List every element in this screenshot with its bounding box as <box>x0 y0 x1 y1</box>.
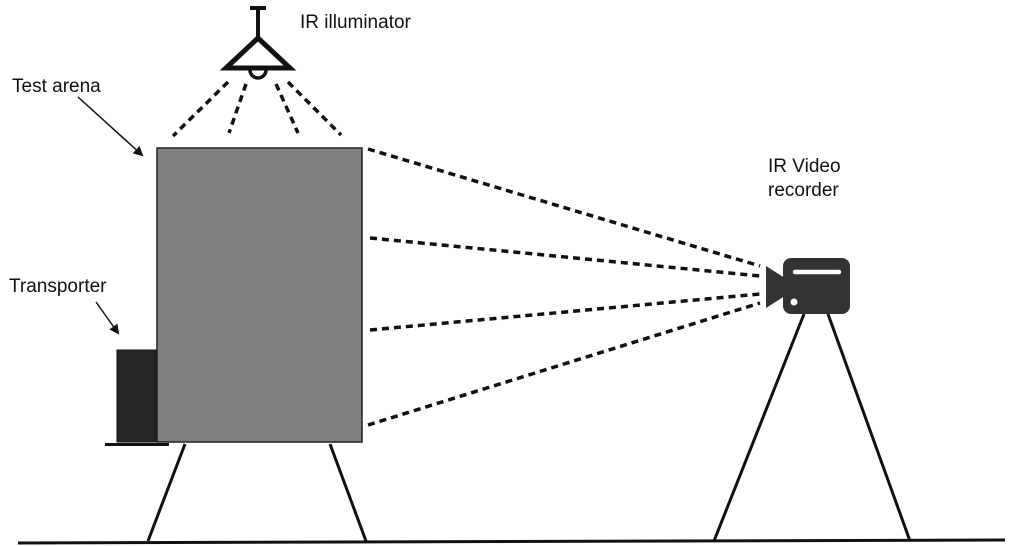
transporter <box>105 349 169 446</box>
camera-view-line <box>367 301 761 427</box>
arena-pointer-arrow <box>77 96 144 157</box>
transporter-pointer-arrow <box>95 301 120 335</box>
recorder-label-line2: recorder <box>768 180 839 201</box>
recorder-label-line1: IR Video <box>768 156 841 177</box>
illuminator-ray <box>227 83 248 134</box>
test-arena <box>156 147 363 443</box>
arena-stand <box>146 443 368 542</box>
camera-view-line <box>369 236 761 278</box>
illuminator-ray <box>286 80 343 137</box>
camera-body <box>783 258 850 314</box>
transporter-box <box>116 349 157 443</box>
video-camera-icon <box>766 258 850 314</box>
camera-view-line <box>369 292 761 332</box>
illuminator-label: IR illuminator <box>300 12 412 33</box>
arena-stand-right-leg <box>328 443 368 542</box>
illuminator-ray <box>171 80 230 138</box>
camera-indicator <box>790 298 798 306</box>
illuminator-ray <box>274 83 300 134</box>
camera-tripod-right-leg <box>826 313 912 542</box>
transporter-label: Transporter <box>9 276 107 297</box>
illuminator-rays <box>171 80 343 138</box>
arena-label: Test arena <box>12 76 101 97</box>
camera-lens <box>766 266 788 308</box>
camera-tripod <box>712 313 912 542</box>
ground-line <box>17 538 1006 545</box>
lamp-icon <box>219 6 297 80</box>
camera-view-line <box>367 147 761 268</box>
arena-stand-left-leg <box>146 443 187 542</box>
camera-tripod-left-leg <box>712 313 806 542</box>
camera-view-lines <box>367 147 761 427</box>
